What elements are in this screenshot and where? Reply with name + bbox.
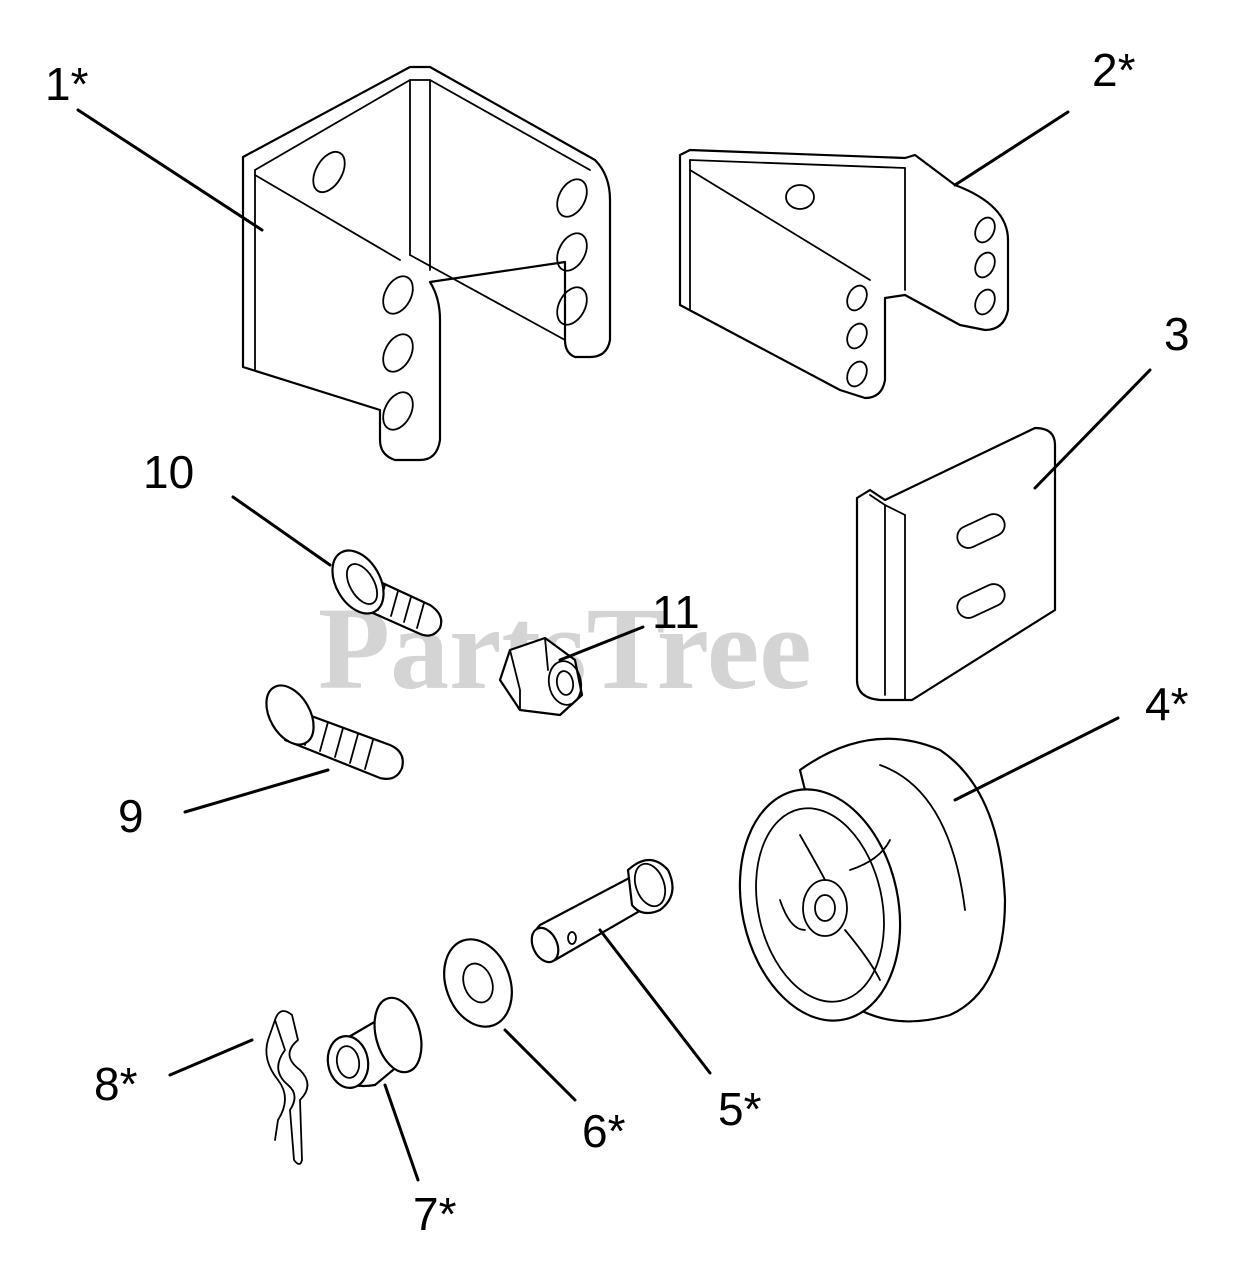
leader-6 xyxy=(503,1028,577,1102)
callout-3: 3 xyxy=(1164,308,1190,360)
callout-1: 1* xyxy=(45,58,89,110)
leader-11 xyxy=(558,625,645,662)
callout-10: 10 xyxy=(143,446,194,498)
flange-bolt-icon[interactable] xyxy=(322,542,443,637)
hair-pin-clip-icon[interactable] xyxy=(265,1010,309,1165)
leader-lines xyxy=(76,108,1152,1182)
leader-9 xyxy=(183,768,330,814)
callout-7: 7* xyxy=(413,1188,457,1240)
small-bracket-icon[interactable] xyxy=(678,148,1010,400)
carriage-bolt-icon[interactable] xyxy=(257,677,404,780)
leader-2 xyxy=(953,110,1070,187)
flange-bushing-icon[interactable] xyxy=(324,993,429,1091)
u-bracket-icon[interactable] xyxy=(241,65,612,462)
leader-7 xyxy=(383,1083,420,1182)
flat-washer-icon[interactable] xyxy=(433,930,524,1036)
callout-11: 11 xyxy=(652,586,700,638)
leader-3 xyxy=(1033,368,1152,490)
clevis-pin-icon[interactable] xyxy=(527,858,674,967)
callout-9: 9 xyxy=(118,790,144,842)
callout-labels: 1* 2* 3 4* 5* 6* 7* 8* 9 10 11 xyxy=(45,44,1190,1240)
callout-5: 5* xyxy=(718,1083,762,1135)
leader-10 xyxy=(231,495,332,567)
leader-4 xyxy=(953,716,1120,802)
wheel-icon[interactable] xyxy=(719,737,1007,1036)
callout-2: 2* xyxy=(1092,44,1136,96)
callout-6: 6* xyxy=(582,1105,626,1157)
leader-8 xyxy=(168,1038,254,1077)
callout-8: 8* xyxy=(94,1058,138,1110)
callout-4: 4* xyxy=(1145,678,1189,730)
flange-nut-icon[interactable] xyxy=(498,636,585,717)
leader-1 xyxy=(76,108,264,232)
angle-plate-icon[interactable] xyxy=(855,426,1057,702)
leader-5 xyxy=(598,928,712,1075)
